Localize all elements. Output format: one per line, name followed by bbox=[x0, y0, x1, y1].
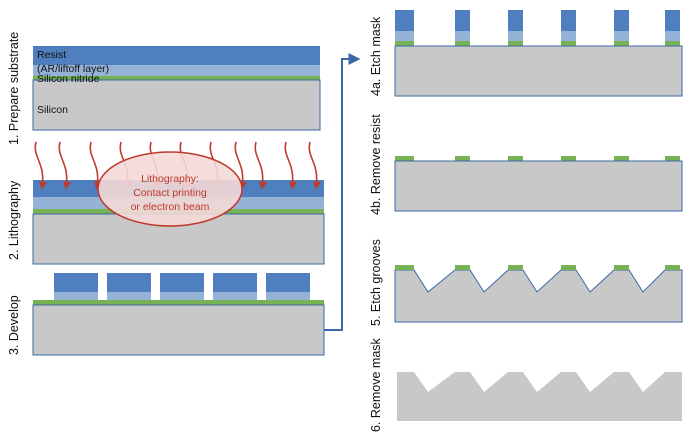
step-label-6: 6. Remove mask bbox=[369, 337, 383, 432]
step1-nitride-layer bbox=[33, 76, 320, 80]
step4b-nitride-pad bbox=[665, 156, 680, 161]
step5-nitride-pad bbox=[508, 265, 523, 270]
exposure-arrow bbox=[58, 141, 71, 190]
step5-grooved-silicon bbox=[394, 269, 683, 323]
exposure-arrow bbox=[234, 141, 247, 190]
exposure-arrow bbox=[89, 141, 102, 190]
step4b-nitride-pad bbox=[455, 156, 470, 161]
step4a-silicon bbox=[394, 45, 683, 97]
exposure-arrow bbox=[308, 141, 321, 190]
step4a-resist-pillar bbox=[614, 10, 629, 31]
label-silicon: Silicon bbox=[37, 104, 68, 116]
step4a-resist-pillar bbox=[395, 10, 414, 31]
step1-ar-layer bbox=[33, 65, 320, 76]
step-label-2: 2. Lithography bbox=[7, 180, 21, 260]
step4b-nitride-pad bbox=[614, 156, 629, 161]
step3-resist-pillar bbox=[160, 273, 204, 292]
step4a-ar-pillar bbox=[561, 31, 576, 41]
callout-line-2: Contact printing bbox=[133, 187, 207, 199]
step4a-resist-pillar bbox=[508, 10, 523, 31]
step5-nitride-pad bbox=[561, 265, 576, 270]
step3-ar-pillar bbox=[266, 292, 310, 300]
step4a-nitride-pad bbox=[561, 41, 576, 46]
step3-ar-pillar bbox=[160, 292, 204, 300]
exposure-arrow bbox=[284, 141, 297, 190]
flow-arrow bbox=[324, 53, 361, 331]
step3-stack bbox=[32, 273, 325, 356]
step4a-ar-pillar bbox=[455, 31, 470, 41]
step6-grooved-silicon bbox=[397, 372, 682, 421]
step4a-resist-pillar bbox=[455, 10, 470, 31]
step-label-1: 1. Prepare substrate bbox=[7, 32, 21, 145]
step3-ar-pillar bbox=[213, 292, 257, 300]
step4b-nitride-pad bbox=[561, 156, 576, 161]
step3-resist-pillar bbox=[266, 273, 310, 292]
step4a-nitride-pad bbox=[455, 41, 470, 46]
step4a-nitride-pad bbox=[614, 41, 629, 46]
callout-ellipse bbox=[97, 151, 243, 227]
step4b-stack bbox=[394, 156, 683, 212]
step-label-5: 5. Etch grooves bbox=[369, 239, 383, 326]
step3-silicon bbox=[32, 304, 325, 356]
exposure-arrow bbox=[34, 141, 47, 190]
step4a-resist-pillar bbox=[665, 10, 680, 31]
lithography-callout: Lithography: Contact printing or electro… bbox=[97, 151, 243, 227]
step-label-4a: 4a. Etch mask bbox=[369, 16, 383, 96]
step3-resist-pillar bbox=[213, 273, 257, 292]
step3-ar-pillar bbox=[107, 292, 151, 300]
step4b-nitride-pad bbox=[395, 156, 414, 161]
step4a-ar-pillar bbox=[614, 31, 629, 41]
label-ar-layer: (AR/liftoff layer) bbox=[37, 63, 109, 75]
step4a-nitride-pad bbox=[665, 41, 680, 46]
step5-nitride-pad bbox=[614, 265, 629, 270]
step3-nitride-layer bbox=[33, 300, 324, 305]
step5-nitride-pad bbox=[455, 265, 470, 270]
step4a-ar-pillar bbox=[508, 31, 523, 41]
step3-resist-pillar bbox=[54, 273, 98, 292]
callout-line-1: Lithography: bbox=[141, 173, 199, 185]
step4a-nitride-pad bbox=[508, 41, 523, 46]
exposure-arrow bbox=[254, 141, 267, 190]
callout-line-3: or electron beam bbox=[131, 201, 210, 213]
step4b-silicon bbox=[394, 160, 683, 212]
label-silicon-nitride: Silicon nitride bbox=[37, 73, 100, 85]
step4a-ar-pillar bbox=[395, 31, 414, 41]
step1-silicon bbox=[32, 79, 321, 131]
step4a-stack bbox=[394, 10, 683, 97]
step4a-resist-pillar bbox=[561, 10, 576, 31]
step-label-4b: 4b. Remove resist bbox=[369, 114, 383, 215]
step5-stack bbox=[394, 265, 683, 323]
step3-ar-pillar bbox=[54, 292, 98, 300]
step-label-3: 3. Develop bbox=[7, 295, 21, 355]
step3-resist-pillar bbox=[107, 273, 151, 292]
step5-nitride-pad bbox=[395, 265, 414, 270]
step4a-ar-pillar bbox=[665, 31, 680, 41]
step4b-nitride-pad bbox=[508, 156, 523, 161]
step1-stack: Resist (AR/liftoff layer) Silicon nitrid… bbox=[32, 46, 321, 131]
step6-stack bbox=[397, 372, 682, 421]
step4a-nitride-pad bbox=[395, 41, 414, 46]
step5-nitride-pad bbox=[665, 265, 680, 270]
step1-resist-layer bbox=[33, 46, 320, 65]
label-resist: Resist bbox=[37, 49, 66, 61]
